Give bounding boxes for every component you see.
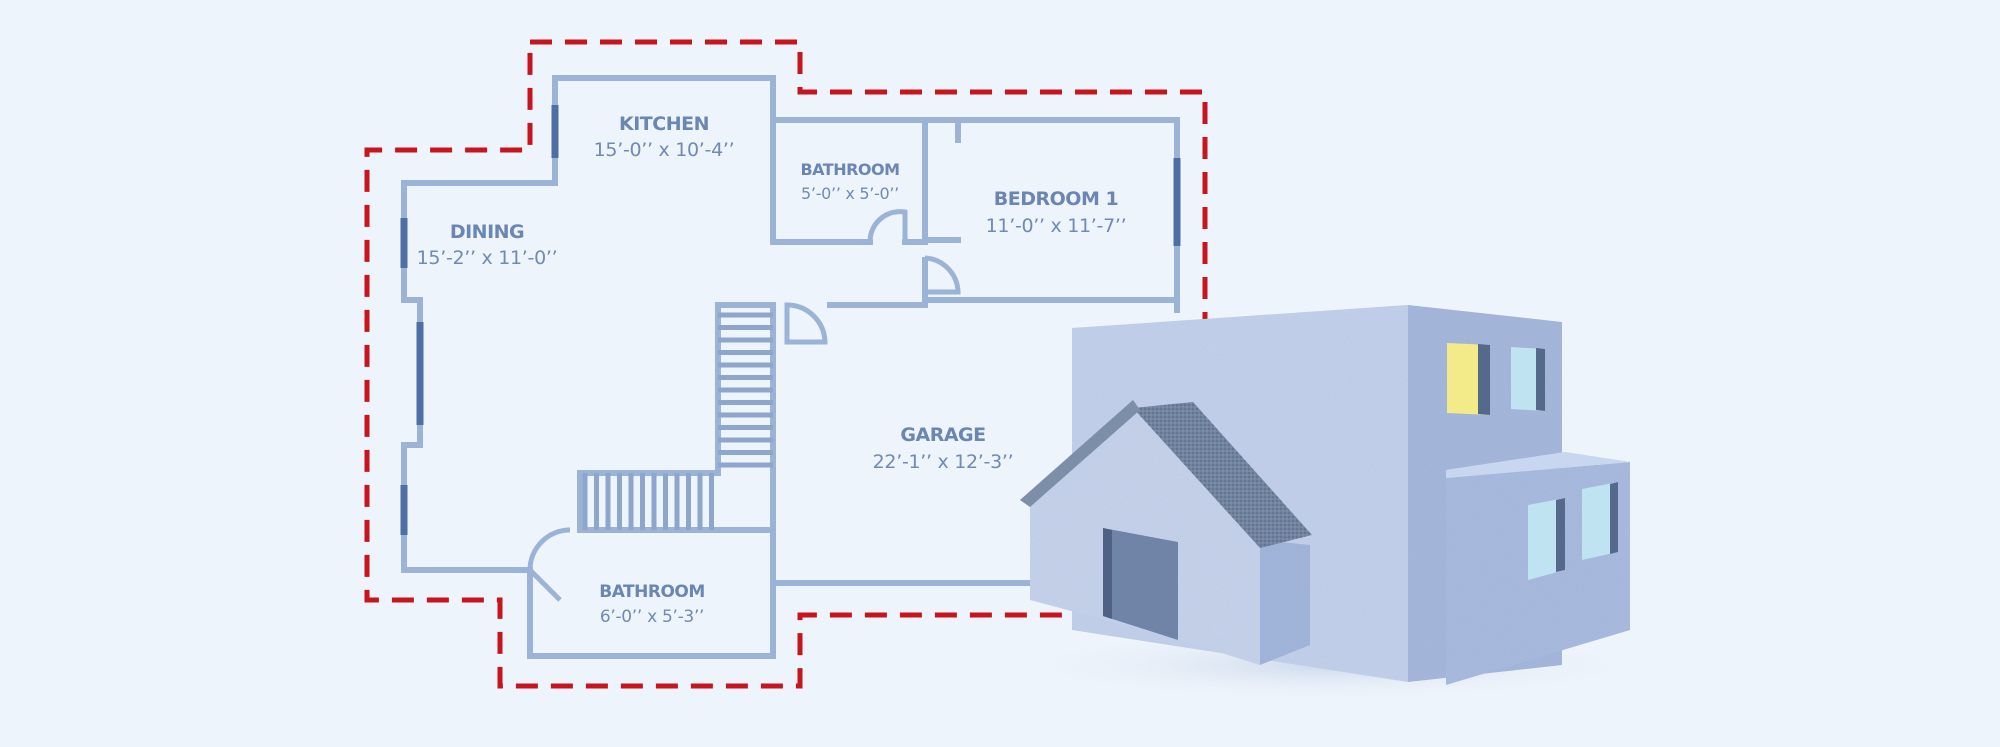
room-bathroom2-name: BATHROOM xyxy=(599,582,705,602)
room-bathroom1-dims: 5’-0’’ x 5’-0’’ xyxy=(801,184,899,203)
room-dining-name: DINING xyxy=(450,221,524,243)
room-garage-name: GARAGE xyxy=(900,424,985,446)
room-kitchen-name: KITCHEN xyxy=(619,113,709,135)
doors xyxy=(527,209,961,602)
windows xyxy=(400,105,1181,535)
room-bathroom2-dims: 6’-0’’ x 5’-3’’ xyxy=(600,607,704,627)
3d-house-illustration xyxy=(1000,305,1660,703)
room-bedroom1-dims: 11’-0’’ x 11’-7’’ xyxy=(986,215,1127,237)
room-garage-dims: 22’-1’’ x 12’-3’’ xyxy=(873,451,1014,473)
room-bathroom1-name: BATHROOM xyxy=(800,160,899,179)
room-kitchen-dims: 15’-0’’ x 10’-4’’ xyxy=(594,139,735,161)
room-bedroom1-name: BEDROOM 1 xyxy=(994,188,1118,210)
property-boundary xyxy=(364,39,1208,689)
room-dining-dims: 15’-2’’ x 11’-0’’ xyxy=(417,247,558,269)
room-labels: KITCHEN 15’-0’’ x 10’-4’’ BATHROOM 5’-0’… xyxy=(417,113,1127,627)
staircase-icon xyxy=(582,312,773,530)
